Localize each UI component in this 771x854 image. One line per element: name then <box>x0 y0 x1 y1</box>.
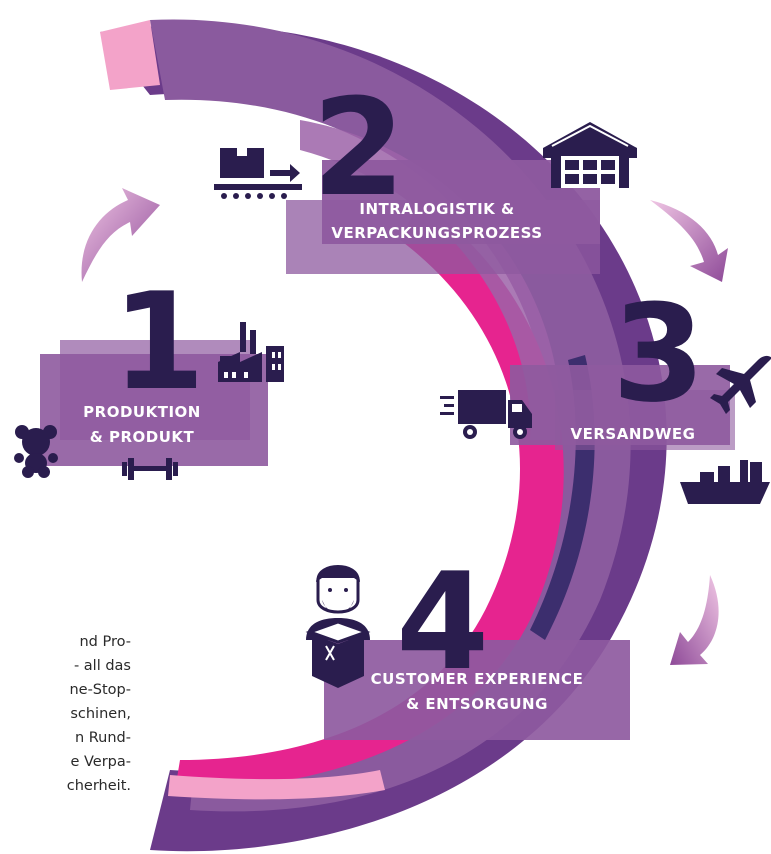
stage-1-label-line1: PRODUKTION <box>83 403 201 421</box>
cargo-ship-icon <box>680 460 770 504</box>
body-text-line: - all das <box>73 658 131 674</box>
body-text-line: n Rund- <box>74 730 131 746</box>
arrow-3-to-4 <box>670 575 719 665</box>
customer-with-box-icon <box>305 565 371 688</box>
stage-1-label-line2: & PRODUKT <box>90 428 195 446</box>
truck-icon <box>440 390 532 439</box>
stage-4: 4 CUSTOMER EXPERIENCE & ENTSORGUNG <box>324 544 630 740</box>
conveyor-box-icon <box>214 148 302 199</box>
stage-2-label-line2: VERPACKUNGSPROZESS <box>331 224 542 242</box>
factory-icon <box>218 322 284 382</box>
dumbbell-icon <box>122 458 178 480</box>
body-text-line: e Verpa- <box>70 754 131 770</box>
stage-3-label: VERSANDWEG <box>571 425 696 443</box>
stage-1-number: 1 <box>112 264 205 420</box>
airplane-icon <box>710 355 771 414</box>
arc-pink-bottom <box>168 770 385 800</box>
stage-1-inner-box <box>60 340 250 440</box>
stage-3: 3 VERSANDWEG <box>510 276 735 450</box>
teddy-bear-icon <box>14 425 58 478</box>
body-text-line: cherheit. <box>66 778 131 794</box>
body-text-line: nd Pro- <box>79 634 131 650</box>
stage-4-number: 4 <box>396 544 489 700</box>
stage-1: 1 PRODUKTION & PRODUKT <box>40 264 268 466</box>
arrow-1-to-2 <box>81 188 160 282</box>
body-text-fragments: nd Pro- - all das ne-Stop- schinen, n Ru… <box>0 630 131 798</box>
arrow-2-to-3 <box>650 200 728 282</box>
body-text-line: ne-Stop- <box>69 682 131 698</box>
stage-4-label-line2: & ENTSORGUNG <box>406 695 548 713</box>
body-text-line: schinen, <box>70 706 131 722</box>
stage-3-inner-box <box>555 390 735 450</box>
warehouse-icon <box>543 122 637 188</box>
stage-2-label-line1: INTRALOGISTIK & <box>359 200 514 218</box>
flow-arrows <box>81 188 728 665</box>
stage-3-number: 3 <box>612 276 705 432</box>
stage-2-number: 2 <box>312 70 405 226</box>
stage-4-box <box>324 640 630 740</box>
stage-4-label-line1: CUSTOMER EXPERIENCE <box>371 670 584 688</box>
arc-pink-start <box>100 20 160 90</box>
